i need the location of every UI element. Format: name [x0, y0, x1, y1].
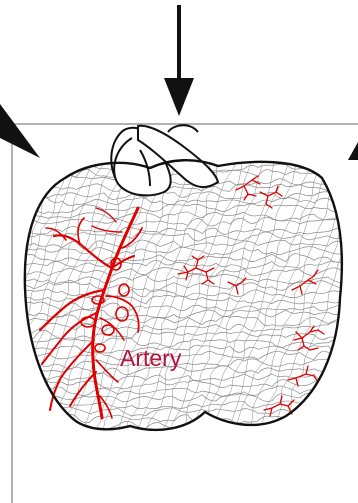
stem-top-curl: [168, 125, 198, 132]
texture-strand: [0, 150, 11, 454]
texture-strand: [0, 150, 23, 454]
artery-label: Artery: [120, 345, 181, 371]
pressure-arrows: [0, 5, 358, 160]
top-arrow-head: [164, 78, 194, 116]
texture-strand: [20, 427, 356, 438]
left-arrow-head: [0, 104, 40, 158]
right-arrow-head: [348, 142, 358, 160]
stem: [111, 125, 218, 195]
